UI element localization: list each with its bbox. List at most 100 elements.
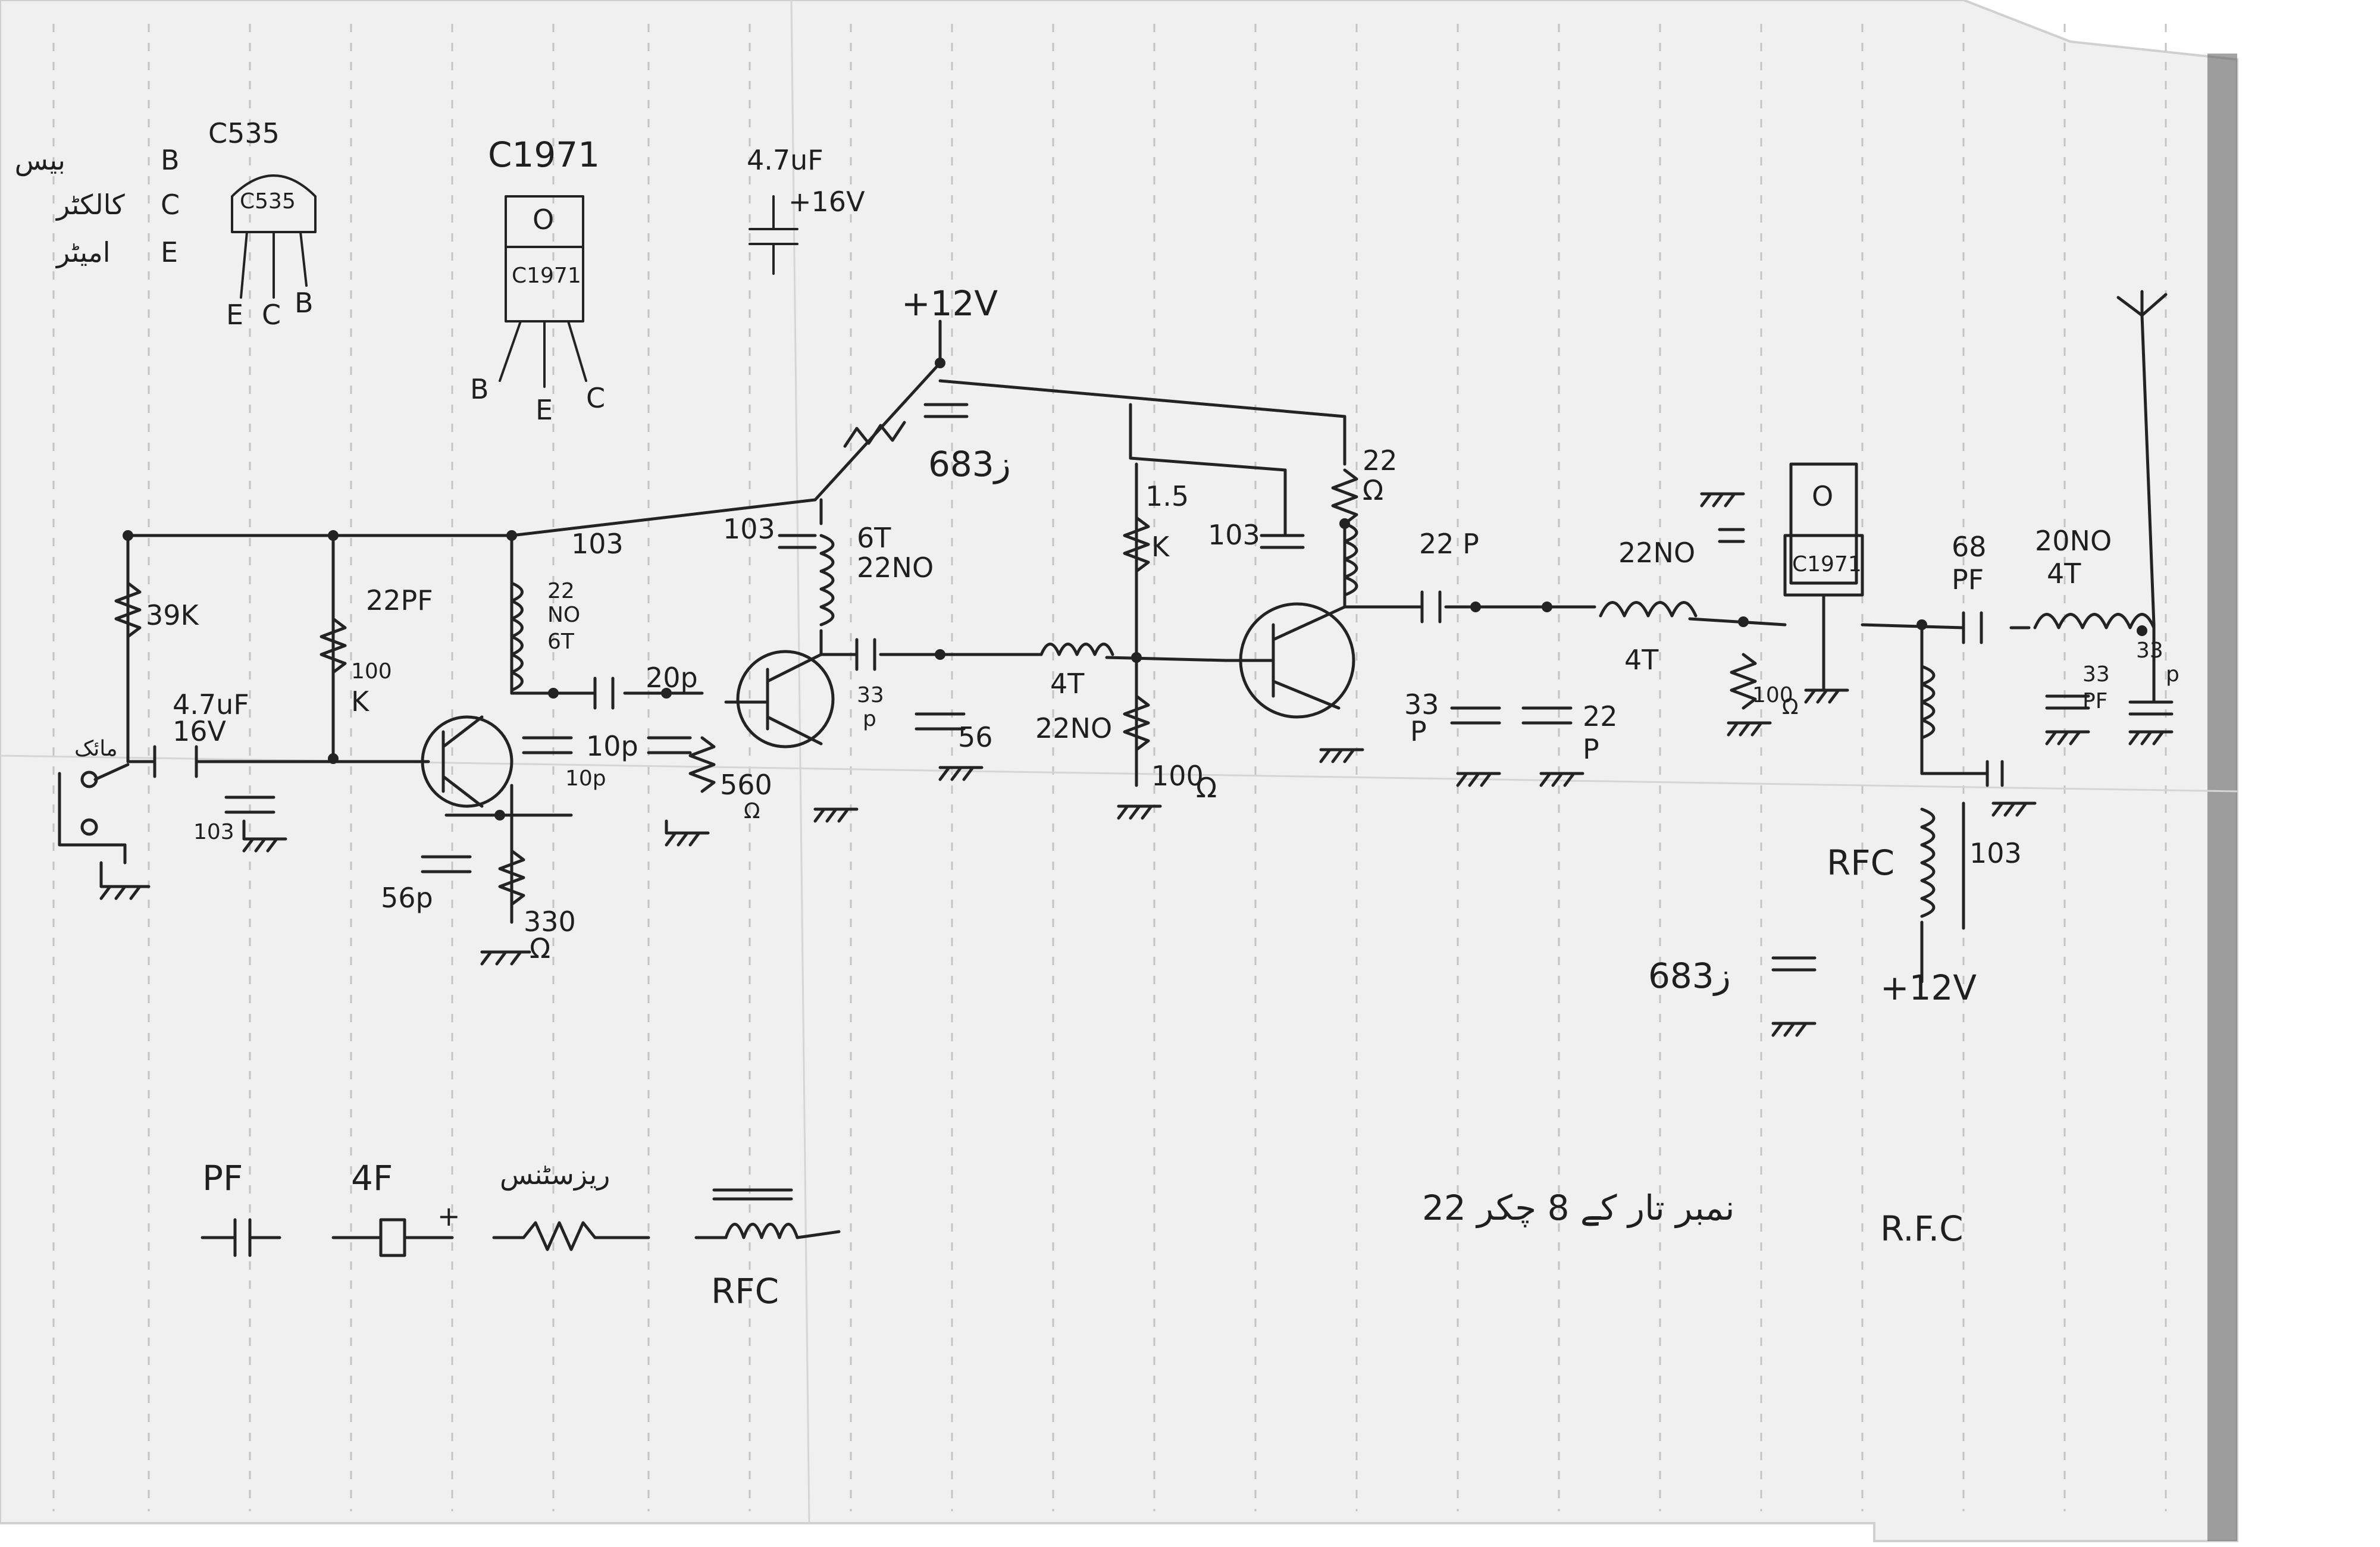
label-c22p-a: 22 P bbox=[1419, 528, 1479, 560]
label-c103-c: 103 bbox=[723, 513, 775, 545]
c1971-body-mark: C1971 bbox=[512, 264, 581, 288]
transistor-q1 bbox=[421, 715, 513, 808]
c535-pin-b: B bbox=[295, 287, 314, 319]
label-c68pf-unit: PF bbox=[1952, 563, 1984, 596]
transistor-q3 bbox=[1224, 602, 1355, 719]
c1971-pin-e: E bbox=[536, 394, 553, 426]
label-coil5-gauge: 20NO bbox=[2035, 525, 2112, 557]
grounds bbox=[99, 492, 2174, 1037]
label-r22-ohm: Ω bbox=[1363, 474, 1383, 506]
label-r560-ohm: Ω bbox=[744, 799, 760, 823]
label-coil5-turns: 4T bbox=[2047, 558, 2081, 590]
label-r100-b-ohm: Ω bbox=[1196, 772, 1217, 804]
legend-letter-b: B bbox=[161, 144, 180, 176]
label-r100-c: 100 bbox=[1752, 683, 1793, 707]
antenna bbox=[2116, 290, 2168, 317]
legend-urdu-collector: کالکٹر bbox=[55, 189, 125, 221]
label-coil1-gauge: 22 bbox=[547, 579, 575, 603]
note-urdu: 22 نمبر تار کے 8 چکر bbox=[1422, 1188, 1734, 1229]
label-r22: 22 bbox=[1363, 444, 1398, 477]
legend-uf: 4F bbox=[351, 1158, 393, 1198]
legend-urdu-emitter: امیٹر bbox=[55, 236, 111, 269]
supply-top-label: +12V bbox=[901, 283, 998, 324]
label-c56: 56 bbox=[958, 721, 993, 753]
label-coil2-turns: 6T bbox=[857, 522, 891, 554]
label-coil2-gauge: 22NO bbox=[857, 552, 934, 584]
c1971-pin-c: C bbox=[586, 382, 605, 414]
label-coil1-turns: 6T bbox=[547, 630, 575, 654]
label-c33p-num: 33 bbox=[857, 683, 884, 707]
cap-note-voltage: +16V bbox=[788, 186, 865, 218]
legend-urdu-base: بیس bbox=[15, 144, 65, 176]
label-mic: مائک bbox=[74, 737, 118, 761]
legend-rfc: RFC bbox=[711, 1271, 779, 1311]
label-c33p-unit: p bbox=[863, 707, 876, 731]
label-r330: 330 bbox=[524, 906, 576, 938]
label-c33pf-a-num: 33 bbox=[2082, 662, 2110, 687]
pa-tab: O bbox=[1812, 480, 1833, 512]
label-r100k-unit: K bbox=[351, 685, 370, 718]
c1971-pin-b: B bbox=[470, 373, 489, 405]
label-r330-ohm: Ω bbox=[530, 932, 550, 964]
label-c683-top: 683ز bbox=[928, 444, 1011, 484]
label-c33p-b-unit: P bbox=[1410, 715, 1427, 747]
label-c10p-b: 10p bbox=[565, 766, 606, 791]
label-c20p: 20p bbox=[646, 662, 698, 694]
transistor-q2 bbox=[724, 650, 835, 749]
c1971-pinout: C1971 O C1971 B E C bbox=[470, 134, 605, 426]
label-c22pf: 22PF bbox=[366, 584, 433, 616]
label-c33pf-b-num: 33 bbox=[2136, 638, 2163, 663]
label-r560: 560 bbox=[720, 769, 772, 801]
label-c56p: 56p bbox=[381, 882, 433, 914]
c535-pin-c: C bbox=[262, 299, 281, 331]
label-rfc: RFC bbox=[1827, 843, 1894, 883]
wiring bbox=[126, 314, 2156, 984]
legend-pf: PF bbox=[202, 1158, 243, 1198]
c1971-part-label: C1971 bbox=[488, 134, 600, 175]
label-r100-c-ohm: Ω bbox=[1782, 695, 1799, 719]
c535-pinout: C535 C535 E C B بیس B کالکٹر C امیٹر E bbox=[15, 117, 317, 331]
label-c68pf-num: 68 bbox=[1952, 531, 1987, 563]
label-c103-b: 103 bbox=[193, 820, 234, 844]
label-c10p-a: 10p bbox=[586, 730, 638, 762]
label-c4u7: 4.7uF bbox=[173, 688, 249, 721]
capacitors bbox=[153, 403, 2174, 972]
label-c103-e: 103 bbox=[1969, 837, 2022, 869]
label-c33pf-a-unit: PF bbox=[2082, 689, 2107, 713]
c535-part-label: C535 bbox=[208, 117, 280, 149]
label-r100-b: 100 bbox=[1151, 760, 1204, 792]
label-coil3-turns: 4T bbox=[1050, 668, 1085, 700]
label-c103-d: 103 bbox=[1208, 519, 1260, 551]
label-coil1-no: NO bbox=[547, 603, 580, 627]
label-coil3-gauge: 22NO bbox=[1035, 712, 1112, 744]
label-r1k5-num: 1.5 bbox=[1145, 480, 1189, 512]
symbol-legend: PF 4F + ریزسٹنس RFC bbox=[201, 1158, 841, 1311]
inductors bbox=[510, 522, 2156, 930]
c535-pin-e: E bbox=[226, 299, 243, 331]
label-coil4-turns: 4T bbox=[1624, 644, 1659, 676]
pa-transistor: O C1971 bbox=[1783, 462, 1864, 692]
c1971-tab: O bbox=[533, 203, 554, 236]
mic-input bbox=[58, 763, 130, 865]
label-c683-bottom: 683ز bbox=[1648, 956, 1731, 996]
labels: +12V 39K 22PF 100 K 103 22 NO 6T 4.7uF 1… bbox=[74, 283, 2179, 1008]
label-c22p-b-num: 22 bbox=[1583, 700, 1618, 732]
label-c16v: 16V bbox=[173, 715, 227, 747]
label-c103-a: 103 bbox=[571, 528, 624, 560]
label-r39k: 39K bbox=[146, 599, 200, 631]
label-r1k5-unit: K bbox=[1151, 531, 1170, 563]
rfc-note: 22 نمبر تار کے 8 چکر R.F.C bbox=[1422, 1188, 1964, 1249]
resistors bbox=[114, 421, 1757, 906]
note-rfc: R.F.C bbox=[1880, 1208, 1964, 1249]
c535-body-mark: C535 bbox=[240, 189, 296, 214]
label-c33p-b-num: 33 bbox=[1404, 688, 1439, 721]
paper bbox=[0, 0, 2238, 1542]
label-c22p-b-unit: P bbox=[1583, 733, 1599, 765]
legend-plus: + bbox=[437, 1200, 461, 1232]
label-coil4-gauge: 22NO bbox=[1618, 537, 1695, 569]
junctions bbox=[123, 358, 2147, 821]
label-c33pf-b-unit: p bbox=[2166, 662, 2179, 687]
cap-note: 4.7uF +16V bbox=[747, 144, 865, 275]
cap-note-value: 4.7uF bbox=[747, 144, 823, 176]
pa-part: C1971 bbox=[1792, 552, 1862, 577]
